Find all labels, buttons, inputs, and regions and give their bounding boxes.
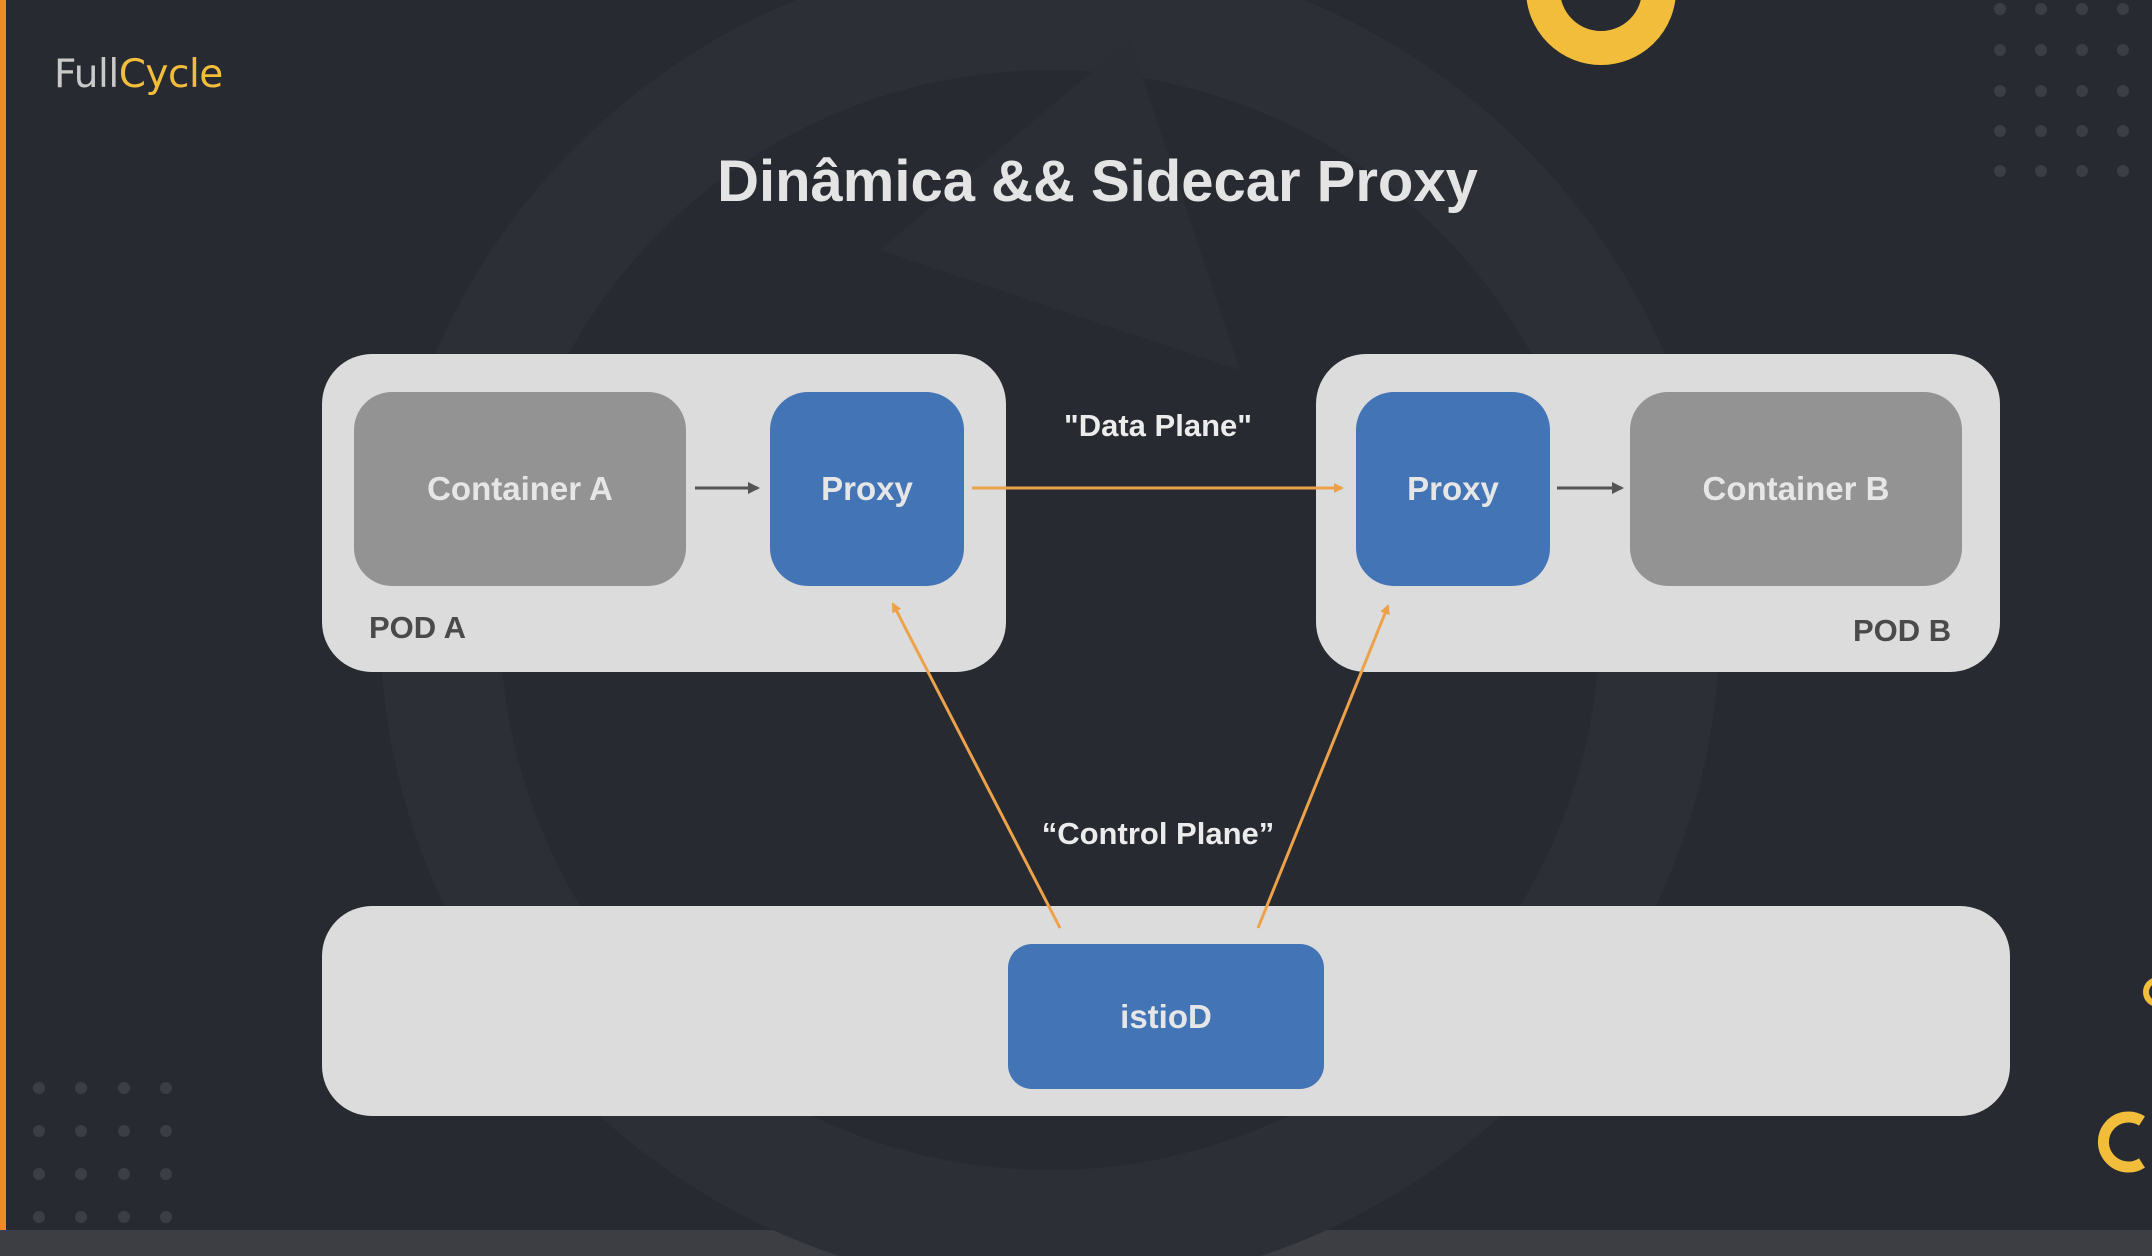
arrow-istiod-to-proxy-b (1256, 604, 1390, 929)
background-shape (880, 40, 1240, 370)
data-plane-label: "Data Plane" (1064, 408, 1252, 443)
container-a: Container A (354, 392, 686, 586)
yellow-ring-icon (1526, 0, 1676, 65)
istiod-node: istioD (1008, 944, 1324, 1089)
yellow-c-icon (2097, 1111, 2145, 1173)
slide-title: Dinâmica && Sidecar Proxy (717, 149, 1478, 214)
pod-a-label: POD A (369, 610, 467, 645)
brand-logo-cycle: Cycle (118, 52, 224, 97)
pod-b-label: POD B (1853, 613, 1952, 648)
brand-logo: FullCycle (54, 52, 223, 97)
proxy-a: Proxy (770, 392, 964, 586)
arrow-istiod-to-proxy-a (891, 602, 1062, 929)
brand-logo-full: Full (54, 52, 119, 97)
left-accent-bar (0, 0, 6, 1230)
container-b: Container B (1630, 392, 1962, 586)
dot-grid-bottom-left (33, 1082, 172, 1223)
proxy-b: Proxy (1356, 392, 1550, 586)
yellow-arc-icon (2143, 978, 2152, 1006)
control-plane-label: “Control Plane” (1041, 816, 1275, 851)
dot-grid-top-right (1994, 3, 2129, 177)
